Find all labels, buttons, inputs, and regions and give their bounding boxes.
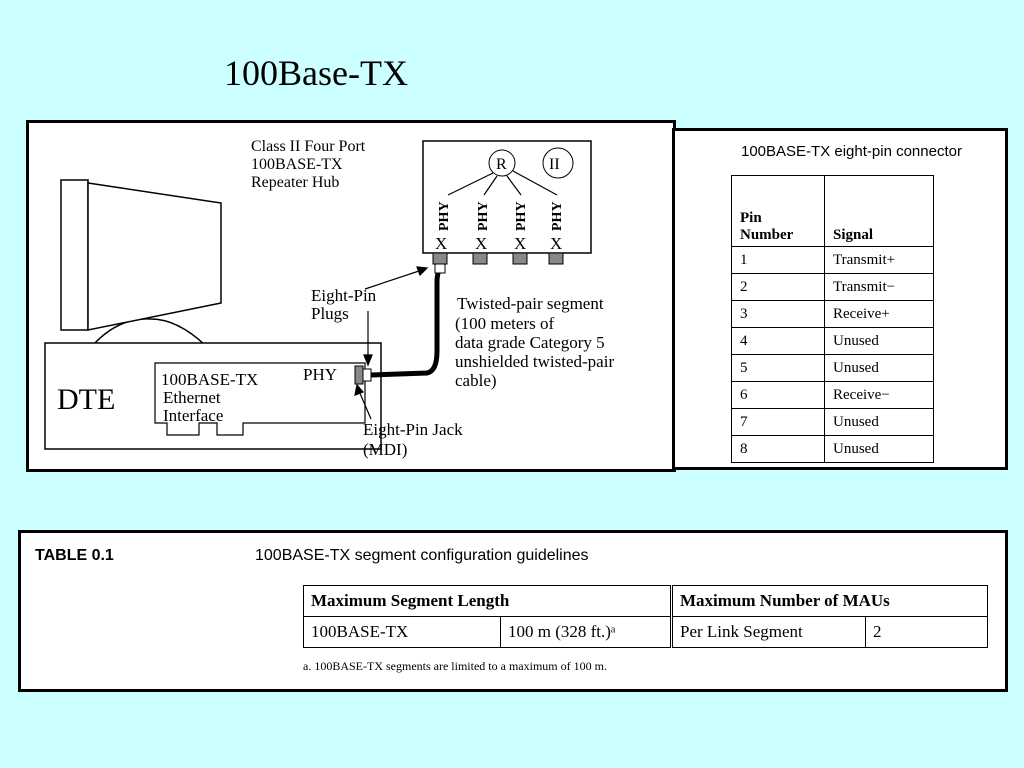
hub-ports bbox=[432, 252, 564, 265]
svg-text:X: X bbox=[435, 234, 447, 253]
segment-label: Twisted-pair segment (100 meters of data… bbox=[455, 294, 618, 390]
guideline-row: 100BASE-TX 100 m (328 ft.)ᵃ Per Link Seg… bbox=[303, 616, 988, 648]
signal-header: Signal bbox=[824, 175, 934, 247]
diagram-svg: DTE 100BASE-TX Ethernet Interface PHY R … bbox=[44, 138, 618, 459]
guideline-footnote: a. 100BASE-TX segments are limited to a … bbox=[303, 659, 607, 673]
monitor-icon bbox=[60, 179, 222, 346]
guideline-header-row: Maximum Segment Length Maximum Number of… bbox=[303, 585, 988, 617]
class-symbol bbox=[542, 147, 574, 179]
pin-number: 1 bbox=[731, 246, 825, 274]
svg-text:PHY: PHY bbox=[437, 201, 452, 231]
jack-label: Eight-Pin Jack (MDI) bbox=[363, 420, 467, 459]
pin-signal: Unused bbox=[824, 408, 934, 436]
svg-text:PHY: PHY bbox=[476, 201, 491, 231]
svg-text:X: X bbox=[514, 234, 526, 253]
plugs-arrows bbox=[363, 266, 429, 367]
pin-table-caption: 100BASE-TX eight-pin connector bbox=[741, 143, 962, 160]
class-symbol-label: II bbox=[549, 156, 560, 173]
pin-signal: Receive− bbox=[824, 381, 934, 409]
svg-text:X: X bbox=[550, 234, 562, 253]
x-port-labels: X X X X bbox=[435, 234, 562, 253]
mau-count-cell: 2 bbox=[865, 616, 988, 648]
segment-length-cell: 100 m (328 ft.)ᵃ bbox=[500, 616, 673, 648]
pin-number-header: Pin Number bbox=[731, 175, 825, 247]
pin-number: 7 bbox=[731, 408, 825, 436]
guideline-caption: 100BASE-TX segment configuration guideli… bbox=[255, 547, 589, 564]
pin-signal: Transmit− bbox=[824, 273, 934, 301]
repeater-symbol-label: R bbox=[496, 156, 507, 173]
dte-label: DTE bbox=[57, 383, 115, 416]
pin-connector-panel: 100BASE-TX eight-pin connector Pin Numbe… bbox=[672, 128, 1008, 470]
hub-label: Class II Four Port 100BASE-TX Repeater H… bbox=[251, 138, 369, 191]
jack-arrow bbox=[354, 383, 372, 420]
mau-scope-cell: Per Link Segment bbox=[671, 616, 866, 648]
network-diagram: DTE 100BASE-TX Ethernet Interface PHY R … bbox=[26, 120, 676, 472]
pin-table-header: Pin Number Signal bbox=[731, 175, 934, 247]
plugs-label: Eight-Pin Plugs bbox=[311, 286, 380, 323]
pin-number: 2 bbox=[731, 273, 825, 301]
pin-number: 5 bbox=[731, 354, 825, 382]
pin-number: 3 bbox=[731, 300, 825, 328]
svg-text:PHY: PHY bbox=[550, 201, 565, 231]
guideline-table: Maximum Segment Length Maximum Number of… bbox=[303, 585, 988, 648]
phy-label: PHY bbox=[303, 365, 337, 384]
ethernet-interface-card bbox=[154, 362, 366, 436]
pin-number: 6 bbox=[731, 381, 825, 409]
pin-signal: Transmit+ bbox=[824, 246, 934, 274]
repeater-symbol bbox=[488, 149, 516, 177]
repeater-links bbox=[447, 170, 558, 196]
pin-signal: Receive+ bbox=[824, 300, 934, 328]
max-maus-header: Maximum Number of MAUs bbox=[671, 585, 988, 617]
pin-signal: Unused bbox=[824, 354, 934, 382]
interface-label: 100BASE-TX Ethernet Interface bbox=[161, 370, 263, 425]
eight-pin-jack bbox=[354, 365, 364, 385]
svg-text:PHY: PHY bbox=[514, 201, 529, 231]
pin-number: 4 bbox=[731, 327, 825, 355]
segment-type-cell: 100BASE-TX bbox=[303, 616, 501, 648]
phy-port-labels: PHY PHY PHY PHY bbox=[437, 201, 565, 231]
eight-pin-plug bbox=[362, 368, 372, 382]
segment-guidelines-panel: TABLE 0.1 100BASE-TX segment configurati… bbox=[18, 530, 1008, 692]
pin-number: 8 bbox=[731, 435, 825, 463]
max-segment-length-header: Maximum Segment Length bbox=[303, 585, 673, 617]
table-number-label: TABLE 0.1 bbox=[35, 547, 114, 564]
pin-signal: Unused bbox=[824, 327, 934, 355]
svg-text:X: X bbox=[475, 234, 487, 253]
pin-signal: Unused bbox=[824, 435, 934, 463]
slide-title: 100Base-TX bbox=[224, 53, 408, 93]
